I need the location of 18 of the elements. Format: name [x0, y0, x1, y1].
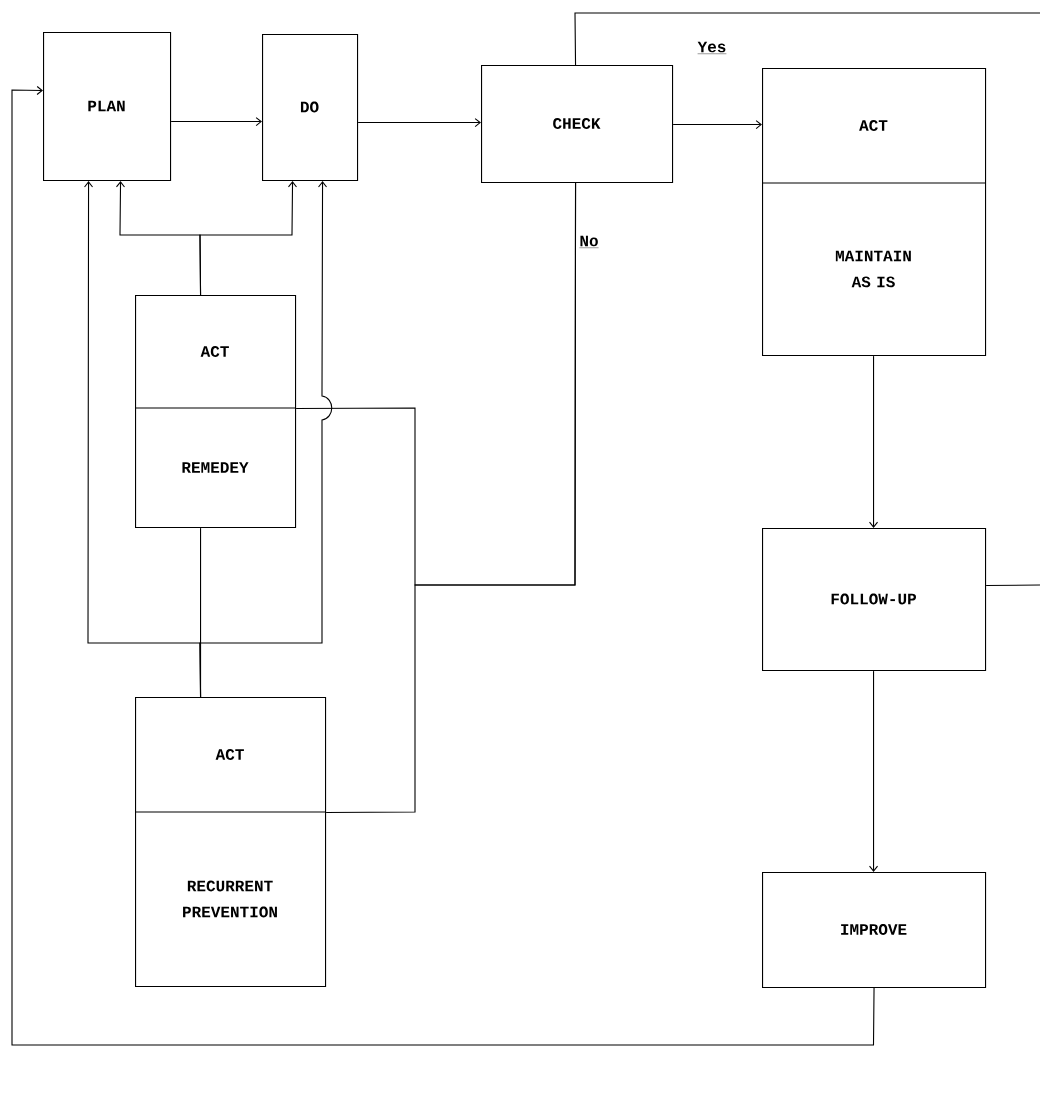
- arrow: [199, 181, 333, 698]
- arrow: [869, 670, 879, 872]
- arrow: [170, 117, 262, 127]
- arrow: [199, 181, 298, 296]
- process-box: ACT REMEDEY: [134, 295, 297, 529]
- process-box: PLAN: [43, 32, 172, 182]
- process-box: CHECK: [481, 65, 674, 184]
- arrow: [672, 120, 762, 130]
- arrow: [11, 85, 875, 1046]
- process-box: ACT MAINTAIN AS IS: [761, 68, 987, 357]
- process-box: FOLLOW-UP: [762, 528, 987, 672]
- process-box: DO: [262, 34, 359, 182]
- arrow: [357, 118, 481, 128]
- arrow: [869, 355, 879, 528]
- edge-label: No: [577, 233, 601, 251]
- process-box: ACT RECURRENT PREVENTION: [134, 697, 327, 988]
- edge-label: Yes: [695, 39, 729, 57]
- process-box: IMPROVE: [762, 872, 987, 989]
